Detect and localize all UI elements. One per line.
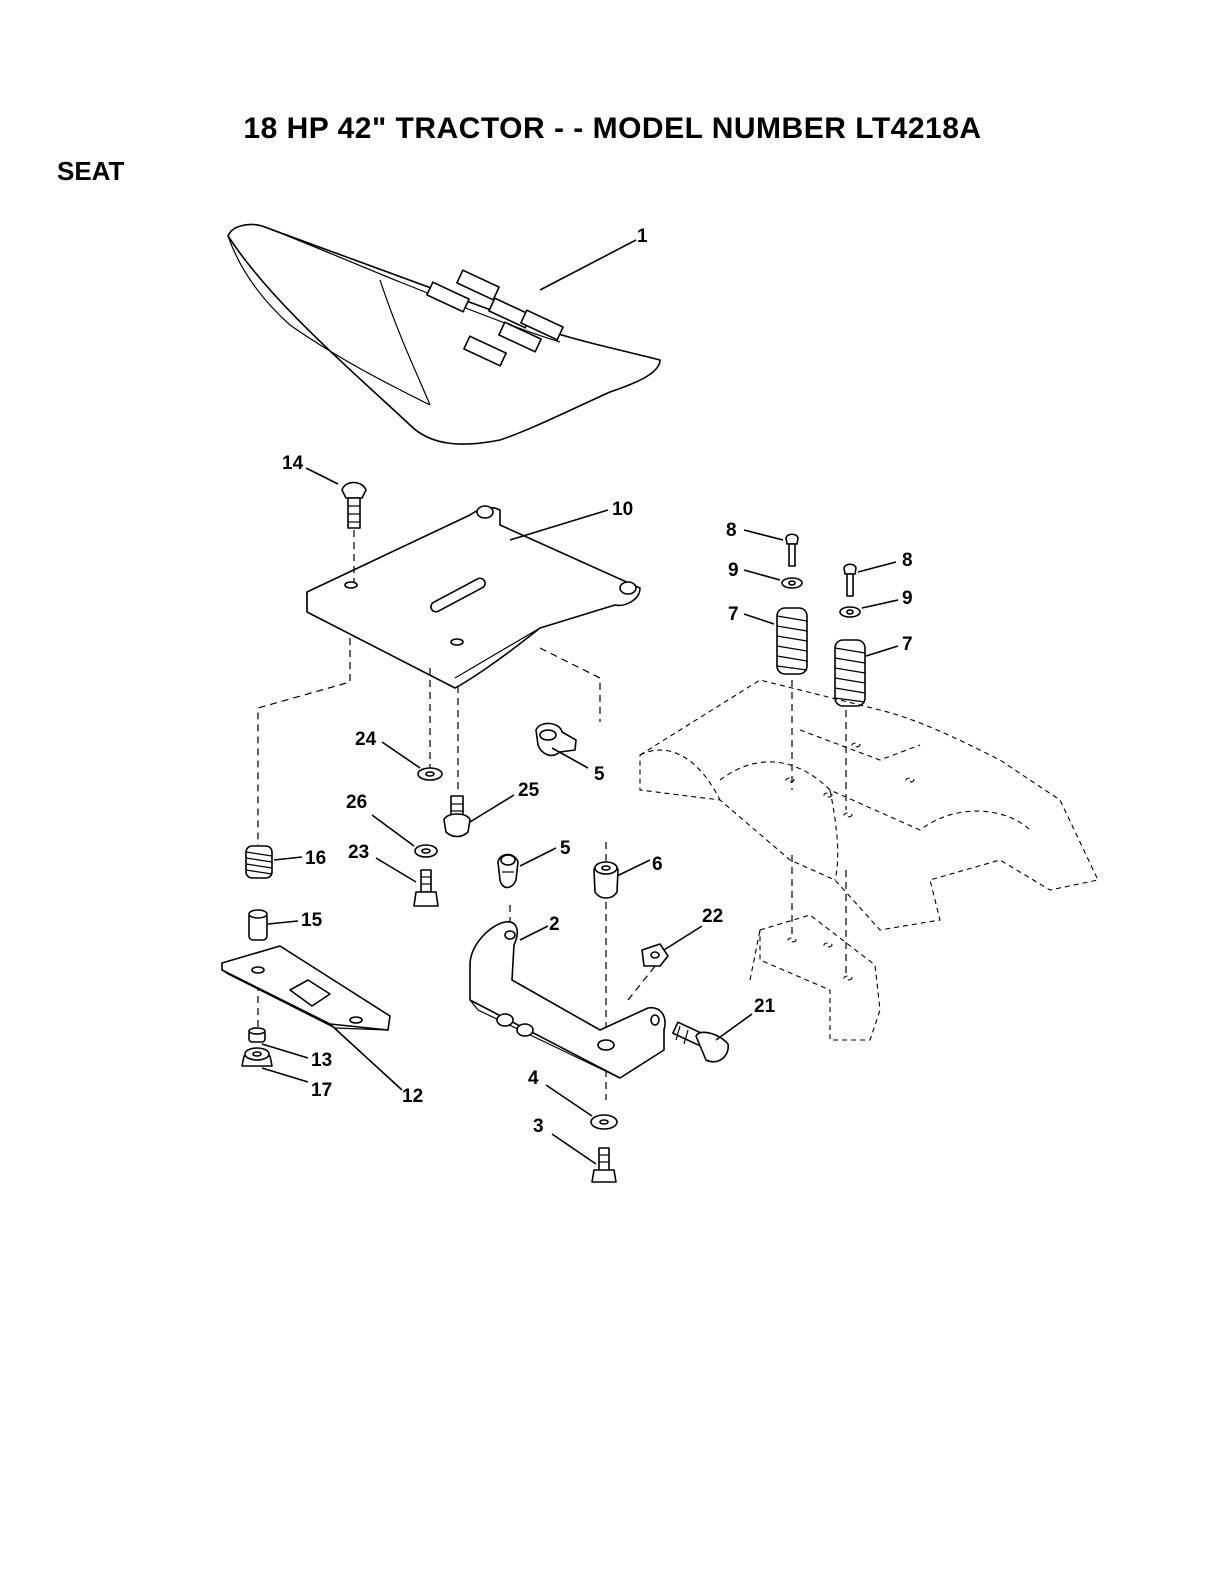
callout-23: 23 xyxy=(348,842,369,863)
hex-bolt-part xyxy=(376,858,438,906)
nut-part xyxy=(242,1048,308,1082)
bolt-part xyxy=(552,1134,616,1182)
callout-1: 1 xyxy=(637,226,648,247)
callout-2: 2 xyxy=(549,914,560,935)
callout-7-right: 7 xyxy=(902,634,913,655)
callout-5-upper: 5 xyxy=(594,764,605,785)
callout-25: 25 xyxy=(518,780,540,801)
callout-8-right: 8 xyxy=(902,550,913,571)
callout-15: 15 xyxy=(301,910,323,931)
callout-22: 22 xyxy=(702,906,723,927)
callout-17: 17 xyxy=(311,1080,332,1101)
callout-8-left: 8 xyxy=(726,520,737,541)
seat-pan-part xyxy=(307,506,640,688)
bushing-part xyxy=(249,910,298,940)
callout-21: 21 xyxy=(754,996,776,1017)
spring-assembly-left xyxy=(744,530,807,674)
callout-9-right: 9 xyxy=(902,588,913,609)
bracket-part xyxy=(470,922,665,1078)
knob-part-lower xyxy=(498,848,556,888)
callout-3: 3 xyxy=(533,1116,544,1137)
lock-washer-part xyxy=(372,815,437,857)
spring-part xyxy=(246,846,302,878)
frame-phantom-outline xyxy=(640,680,1098,1040)
flat-washer-part xyxy=(546,1085,617,1129)
callout-24: 24 xyxy=(355,729,377,750)
washer-part xyxy=(382,742,442,780)
callout-9-left: 9 xyxy=(728,560,739,581)
callout-6: 6 xyxy=(652,854,663,875)
callout-13: 13 xyxy=(311,1050,332,1071)
callout-26: 26 xyxy=(346,792,367,813)
seat-part xyxy=(228,224,660,444)
callout-10: 10 xyxy=(612,499,633,520)
flange-nut-part xyxy=(594,860,650,898)
callout-16: 16 xyxy=(305,848,326,869)
spring-assembly-right xyxy=(835,562,898,706)
adjustment-knob-part xyxy=(673,1014,752,1062)
callout-7-left: 7 xyxy=(728,604,739,625)
hex-nut-part xyxy=(642,926,702,966)
shoulder-bolt-part xyxy=(444,795,514,837)
callout-12: 12 xyxy=(402,1086,423,1107)
callout-5-lower: 5 xyxy=(560,838,571,859)
callout-4: 4 xyxy=(528,1068,539,1089)
callout-14: 14 xyxy=(282,453,304,474)
carriage-bolt-part xyxy=(306,468,366,582)
knob-part-upper xyxy=(536,723,588,768)
